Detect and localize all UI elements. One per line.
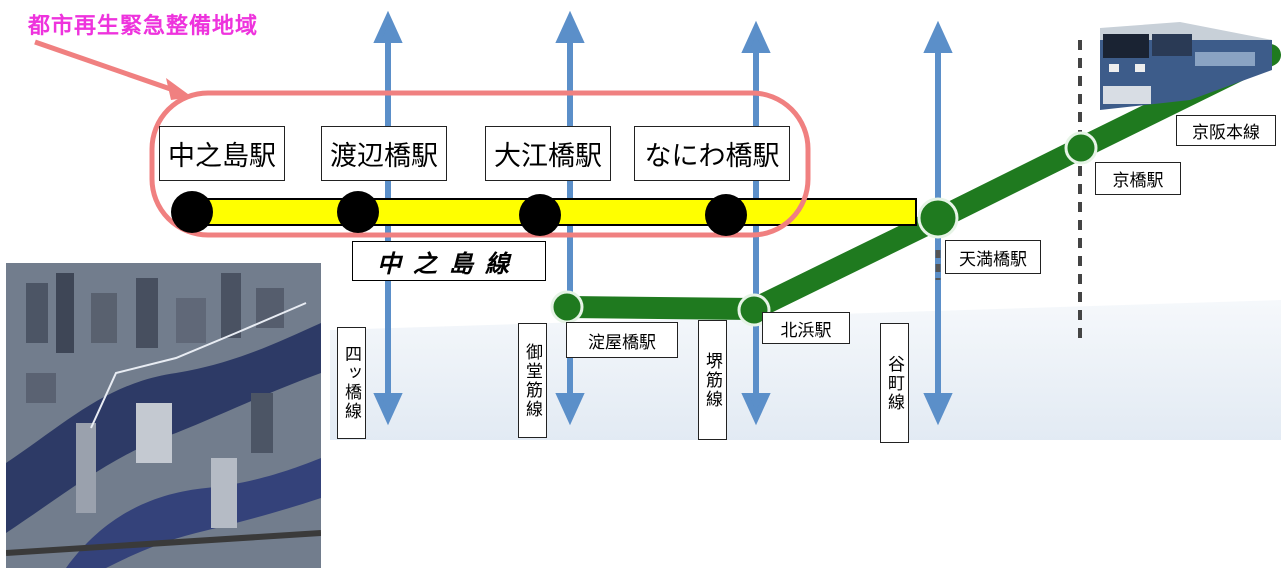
station-label-kyobashi: 京橋駅: [1095, 162, 1181, 195]
tanimachi-arrow-head-up: [923, 20, 953, 53]
region-label: 都市再生緊急整備地域: [28, 14, 259, 39]
line-label-yotsubashi: 四ッ橋線: [337, 327, 366, 439]
region-outline: [149, 90, 811, 238]
station-dot-yodoyabashi: [550, 290, 584, 324]
aerial-photo-drawing: [6, 263, 321, 568]
yotsubashi-arrow-head-up: [373, 10, 403, 43]
station-label-kitahama: 北浜駅: [762, 312, 850, 344]
station-dot-nakanoshima: [171, 191, 213, 233]
station-label-oebashi: 大江橋駅: [485, 126, 611, 181]
station-label-nakanoshima: 中之島駅: [159, 126, 285, 181]
line-label-tanimachi: 谷町線: [880, 323, 909, 443]
yotsubashi-arrow-head-down: [373, 393, 403, 426]
region-arrow-head: [166, 78, 192, 100]
station-dot-watanabebashi: [337, 191, 379, 233]
station-dot-naniwabashi: [705, 194, 747, 236]
station-dot-kitahama: [737, 293, 771, 327]
aerial-photo: [6, 263, 321, 568]
station-dot-kyobashi: [1064, 131, 1098, 165]
line-label-sakaisuji: 堺筋線: [698, 320, 727, 440]
station-label-yodoyabashi: 淀屋橋駅: [566, 322, 678, 358]
sakaisuji-arrow-head-up: [741, 20, 771, 53]
keihan-train: [1100, 22, 1272, 110]
station-dot-tenmabashi: [917, 197, 959, 239]
station-label-naniwabashi: なにわ橋駅: [634, 126, 790, 181]
station-dot-oebashi: [519, 194, 561, 236]
keihan-main-line-label: 京阪本線: [1176, 115, 1276, 146]
midosuji-arrow-head-up: [555, 10, 585, 43]
sakaisuji-arrow-head-down: [741, 393, 771, 426]
station-label-watanabebashi: 渡辺橋駅: [321, 126, 447, 181]
nakanoshima-line-name: 中之島線: [352, 241, 546, 281]
line-label-midosuji: 御堂筋線: [518, 323, 547, 438]
station-label-tenmabashi: 天満橋駅: [945, 240, 1041, 274]
region-arrow: [34, 39, 183, 96]
midosuji-arrow-head-down: [555, 393, 585, 426]
tanimachi-arrow-head-down: [923, 393, 953, 426]
